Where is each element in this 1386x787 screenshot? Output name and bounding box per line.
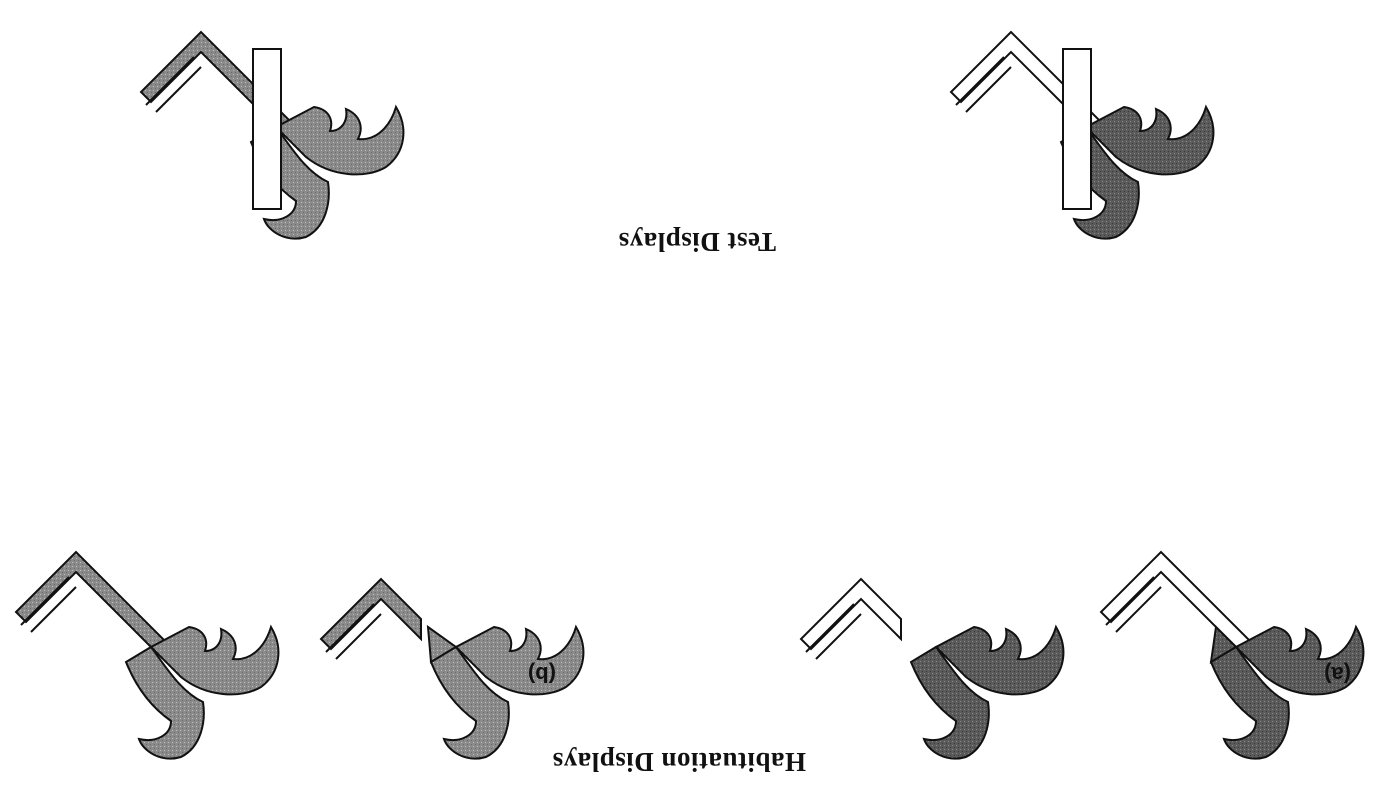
head-crest xyxy=(910,626,1065,760)
body-stripe-back xyxy=(319,577,422,651)
tail-lines xyxy=(20,576,77,633)
body-stripe xyxy=(14,550,174,648)
occluder-bar xyxy=(1062,48,1092,210)
tail-lines xyxy=(955,56,1012,113)
body-outline-back xyxy=(799,577,902,651)
head-crest xyxy=(125,626,280,760)
tail-lines xyxy=(325,603,382,660)
caption-test-displays: Test Displays xyxy=(618,227,776,257)
test-display-b-complete xyxy=(1099,550,1365,760)
caption-habituation-displays: Habituation Displays xyxy=(552,747,806,777)
tail-lines xyxy=(1105,576,1162,633)
tail-lines xyxy=(145,56,202,113)
panel-label-b: (b) xyxy=(527,662,556,687)
habituation-display-a xyxy=(139,30,405,240)
habituation-display-b xyxy=(949,30,1215,240)
tail-lines xyxy=(805,603,862,660)
test-display-a-broken xyxy=(319,577,585,760)
panel-label-a: (a) xyxy=(1324,662,1351,687)
body-outline xyxy=(1099,550,1259,648)
occluder-bar xyxy=(252,48,282,210)
test-display-b-broken xyxy=(799,577,1065,760)
test-display-a-complete xyxy=(14,550,280,760)
